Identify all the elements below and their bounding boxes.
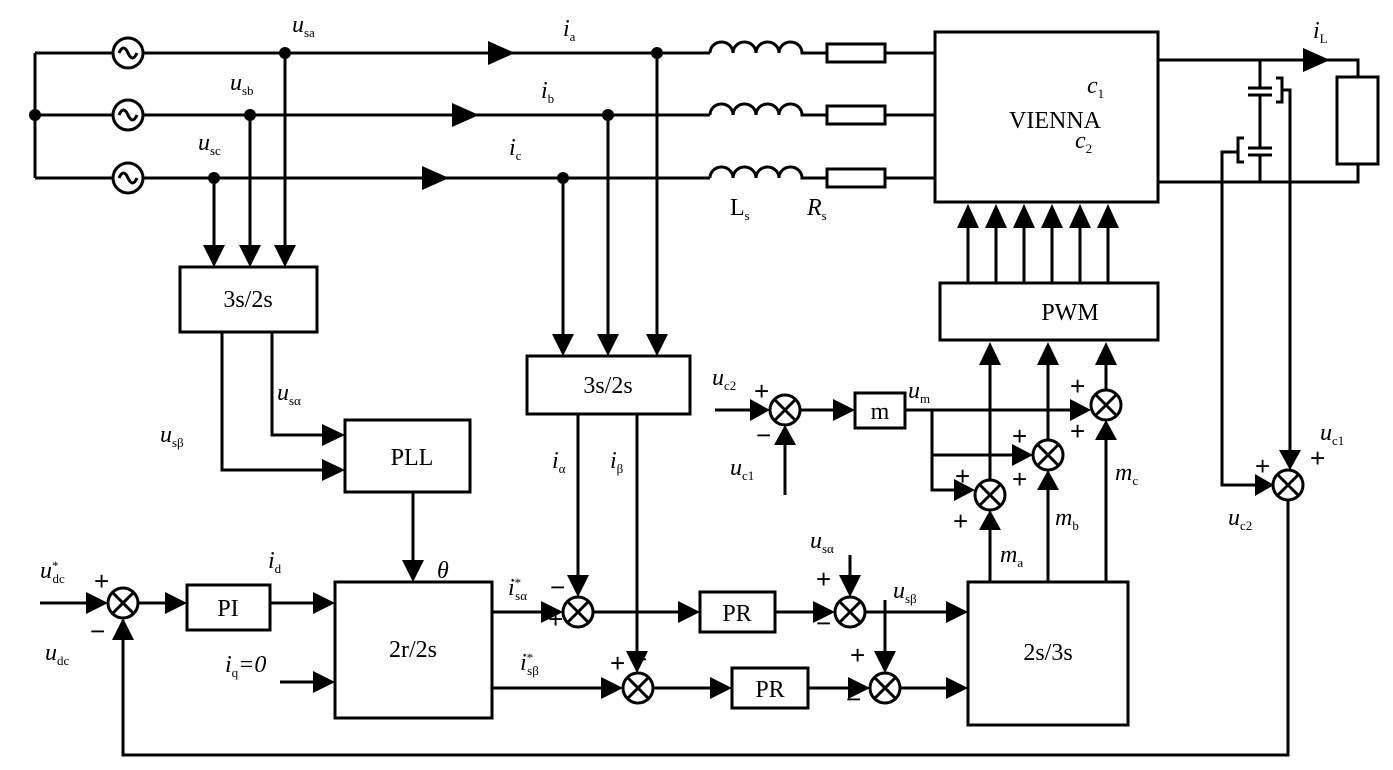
label-Ls: Ls [730,195,750,223]
label-c2: c2 [1075,128,1092,156]
svg-text:−: − [632,644,647,674]
label-iq: iq=0 [225,652,266,680]
pr-beta-block [730,666,810,710]
svg-text:+: + [953,506,968,536]
pr-beta-label: PR [755,677,784,703]
label-usa: usa [292,12,315,40]
label-theta: θ [437,558,449,584]
gate-signal-arrows [957,204,1119,283]
pll-block [343,418,472,494]
m-gain-block [853,391,907,430]
label-uc1-right: uc1 [1320,420,1344,448]
inductor-icons [708,40,827,180]
pi-label: PI [217,596,238,622]
phase-lines [143,41,710,190]
svg-text:−: − [90,616,105,646]
inverse-clarke-label: 2s/3s [1023,640,1072,666]
voltage-clarke-label: 3s/2s [223,287,272,313]
label-u-s-beta: usβ [160,422,184,450]
svg-text:+: + [1012,421,1027,451]
label-um: um [908,378,930,406]
label-ia: ia [563,16,576,44]
svg-text:+: + [1310,443,1325,473]
label-u-s-beta-ff: usβ [893,578,917,606]
label-i-beta: iβ [610,448,624,476]
label-i-alpha: iα [552,448,566,476]
svg-text:+: + [1070,416,1085,446]
svg-text:+: + [94,566,109,596]
source-bus [29,51,113,180]
label-usc: usc [198,130,221,158]
svg-text:+: + [1255,451,1270,481]
label-udc: udc [45,640,70,668]
vienna-block [933,30,1160,204]
svg-text:+: + [610,648,625,678]
label-u-s-alpha-ff: usα [810,528,834,556]
svg-text:+: + [955,461,970,491]
summer-signs: + − − + + − + − + − + − + + + + + + + + [90,371,1325,714]
label-i-s-alpha-ref: i*sα [508,575,527,603]
label-Rs: Rs [806,195,827,223]
svg-text:−: − [756,420,771,450]
current-clarke-block [525,354,692,416]
label-ic: ic [509,135,522,163]
svg-text:+: + [1070,371,1085,401]
label-mc: mc [1115,460,1138,488]
svg-text:+: + [850,640,865,670]
label-u-s-alpha: usα [277,380,301,408]
svg-text:+: + [816,564,831,594]
pll-label: PLL [391,445,434,471]
signal-labels: usa usb usc ia ib ic iL Ls Rs c1 c2 usβ … [40,12,1344,680]
label-ma: ma [1000,542,1023,570]
pr-alpha-label: PR [722,601,751,627]
pr-alpha-block [698,590,777,634]
label-id: id [268,548,282,576]
label-usb: usb [230,70,254,98]
current-clarke-label: 3s/2s [583,373,632,399]
inverse-park-label: 2r/2s [389,637,437,663]
ac-source-icons [111,36,145,195]
m-gain-label: m [871,399,890,425]
svg-text:+: + [1012,464,1027,494]
vienna-label: VIENNA [1009,108,1102,134]
svg-text:−: − [550,572,565,602]
label-uc1-left: uc1 [730,455,754,483]
label-iL: iL [1313,18,1328,46]
load-resistor-icon [1335,75,1380,166]
pi-block [185,583,272,632]
label-udc-ref: u*dc [40,558,65,586]
dc-link [1158,48,1380,496]
resistor-icons [825,42,935,189]
udc-feedback-line [121,500,1290,757]
label-c1: c1 [1087,73,1104,101]
label-i-s-beta-ref: i*sβ [520,650,539,678]
label-uc2-right: uc2 [1228,505,1252,533]
voltage-clarke-block [178,265,319,334]
inverse-clarke-block [966,580,1130,727]
svg-text:−: − [816,608,831,638]
capacitor-icons [1248,60,1272,182]
pwm-block [938,281,1160,342]
label-uc2-left: uc2 [712,365,736,393]
svg-text:−: − [846,684,861,714]
label-mb: mb [1055,505,1079,533]
ac-source-a-icon [111,36,145,70]
label-ib: ib [541,78,554,106]
inverse-park-block [333,580,494,720]
pwm-label: PWM [1041,300,1098,326]
svg-text:+: + [548,604,563,634]
svg-text:+: + [754,376,769,406]
ac-source-b-icon [111,98,145,132]
ac-source-c-icon [111,161,145,195]
current-direction-arrows [422,41,515,190]
